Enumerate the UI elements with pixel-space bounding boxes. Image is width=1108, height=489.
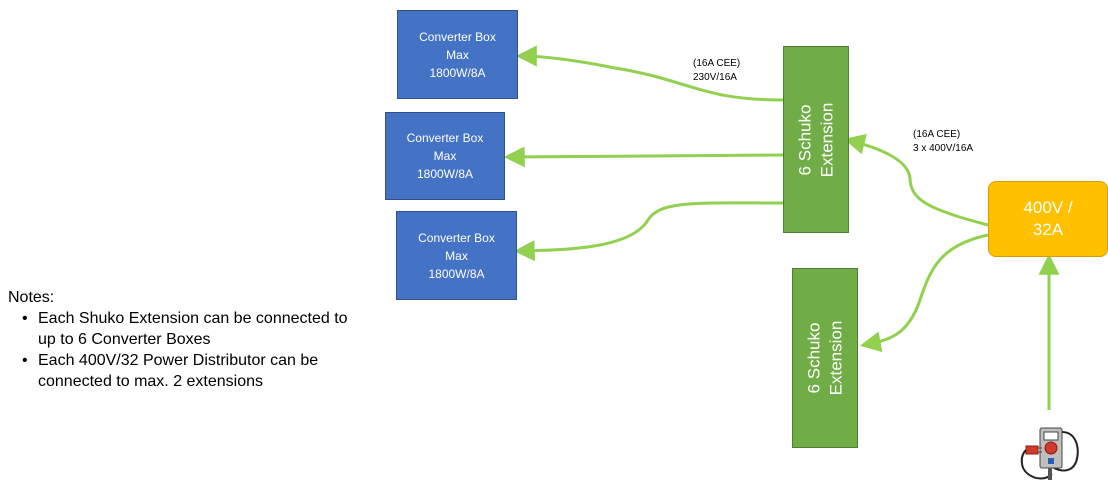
notes-item: Each 400V/32 Power Distributor can be co… <box>8 350 358 392</box>
schuko-extension-label: 6 Schuko Extension <box>795 102 837 177</box>
converter-box-1: Converter Box Max 1800W/8A <box>397 10 518 99</box>
three-phase-connection-label: (16A CEE) 3 x 400V/16A <box>913 129 974 154</box>
wire-extension-to-converter-2 <box>503 146 784 168</box>
power-plug-socket-icon <box>1018 418 1080 484</box>
schuko-extension-label: 6 Schuko Extension <box>804 320 846 396</box>
converter-box-label: Converter Box Max 1800W/8A <box>419 29 496 80</box>
notes-title: Notes: <box>8 289 55 306</box>
power-distributor-label: 400V / 32A <box>1023 198 1073 239</box>
notes-item: Each Shuko Extension can be connected to… <box>8 308 358 350</box>
schuko-extension-2: 6 Schuko Extension <box>792 268 858 448</box>
wire-distributor-to-extension-2 <box>859 233 989 353</box>
wire-extension-to-converter-1 <box>515 45 784 102</box>
single-phase-connection-label: (16A CEE) 230V/16A <box>693 58 741 83</box>
converter-box-3: Converter Box Max 1800W/8A <box>396 211 517 300</box>
converter-box-2: Converter Box Max 1800W/8A <box>385 112 505 200</box>
power-distributor: 400V / 32A <box>988 181 1108 257</box>
wire-distributor-to-extension-1 <box>843 133 989 227</box>
converter-box-label: Converter Box Max 1800W/8A <box>418 230 495 281</box>
schuko-extension-1: 6 Schuko Extension <box>783 46 849 233</box>
wire-extension-to-converter-3 <box>513 201 784 262</box>
converter-box-label: Converter Box Max 1800W/8A <box>406 131 484 181</box>
notes-list: Each Shuko Extension can be connected to… <box>8 308 358 392</box>
notes-panel: Notes: Each Shuko Extension can be conne… <box>8 287 358 392</box>
